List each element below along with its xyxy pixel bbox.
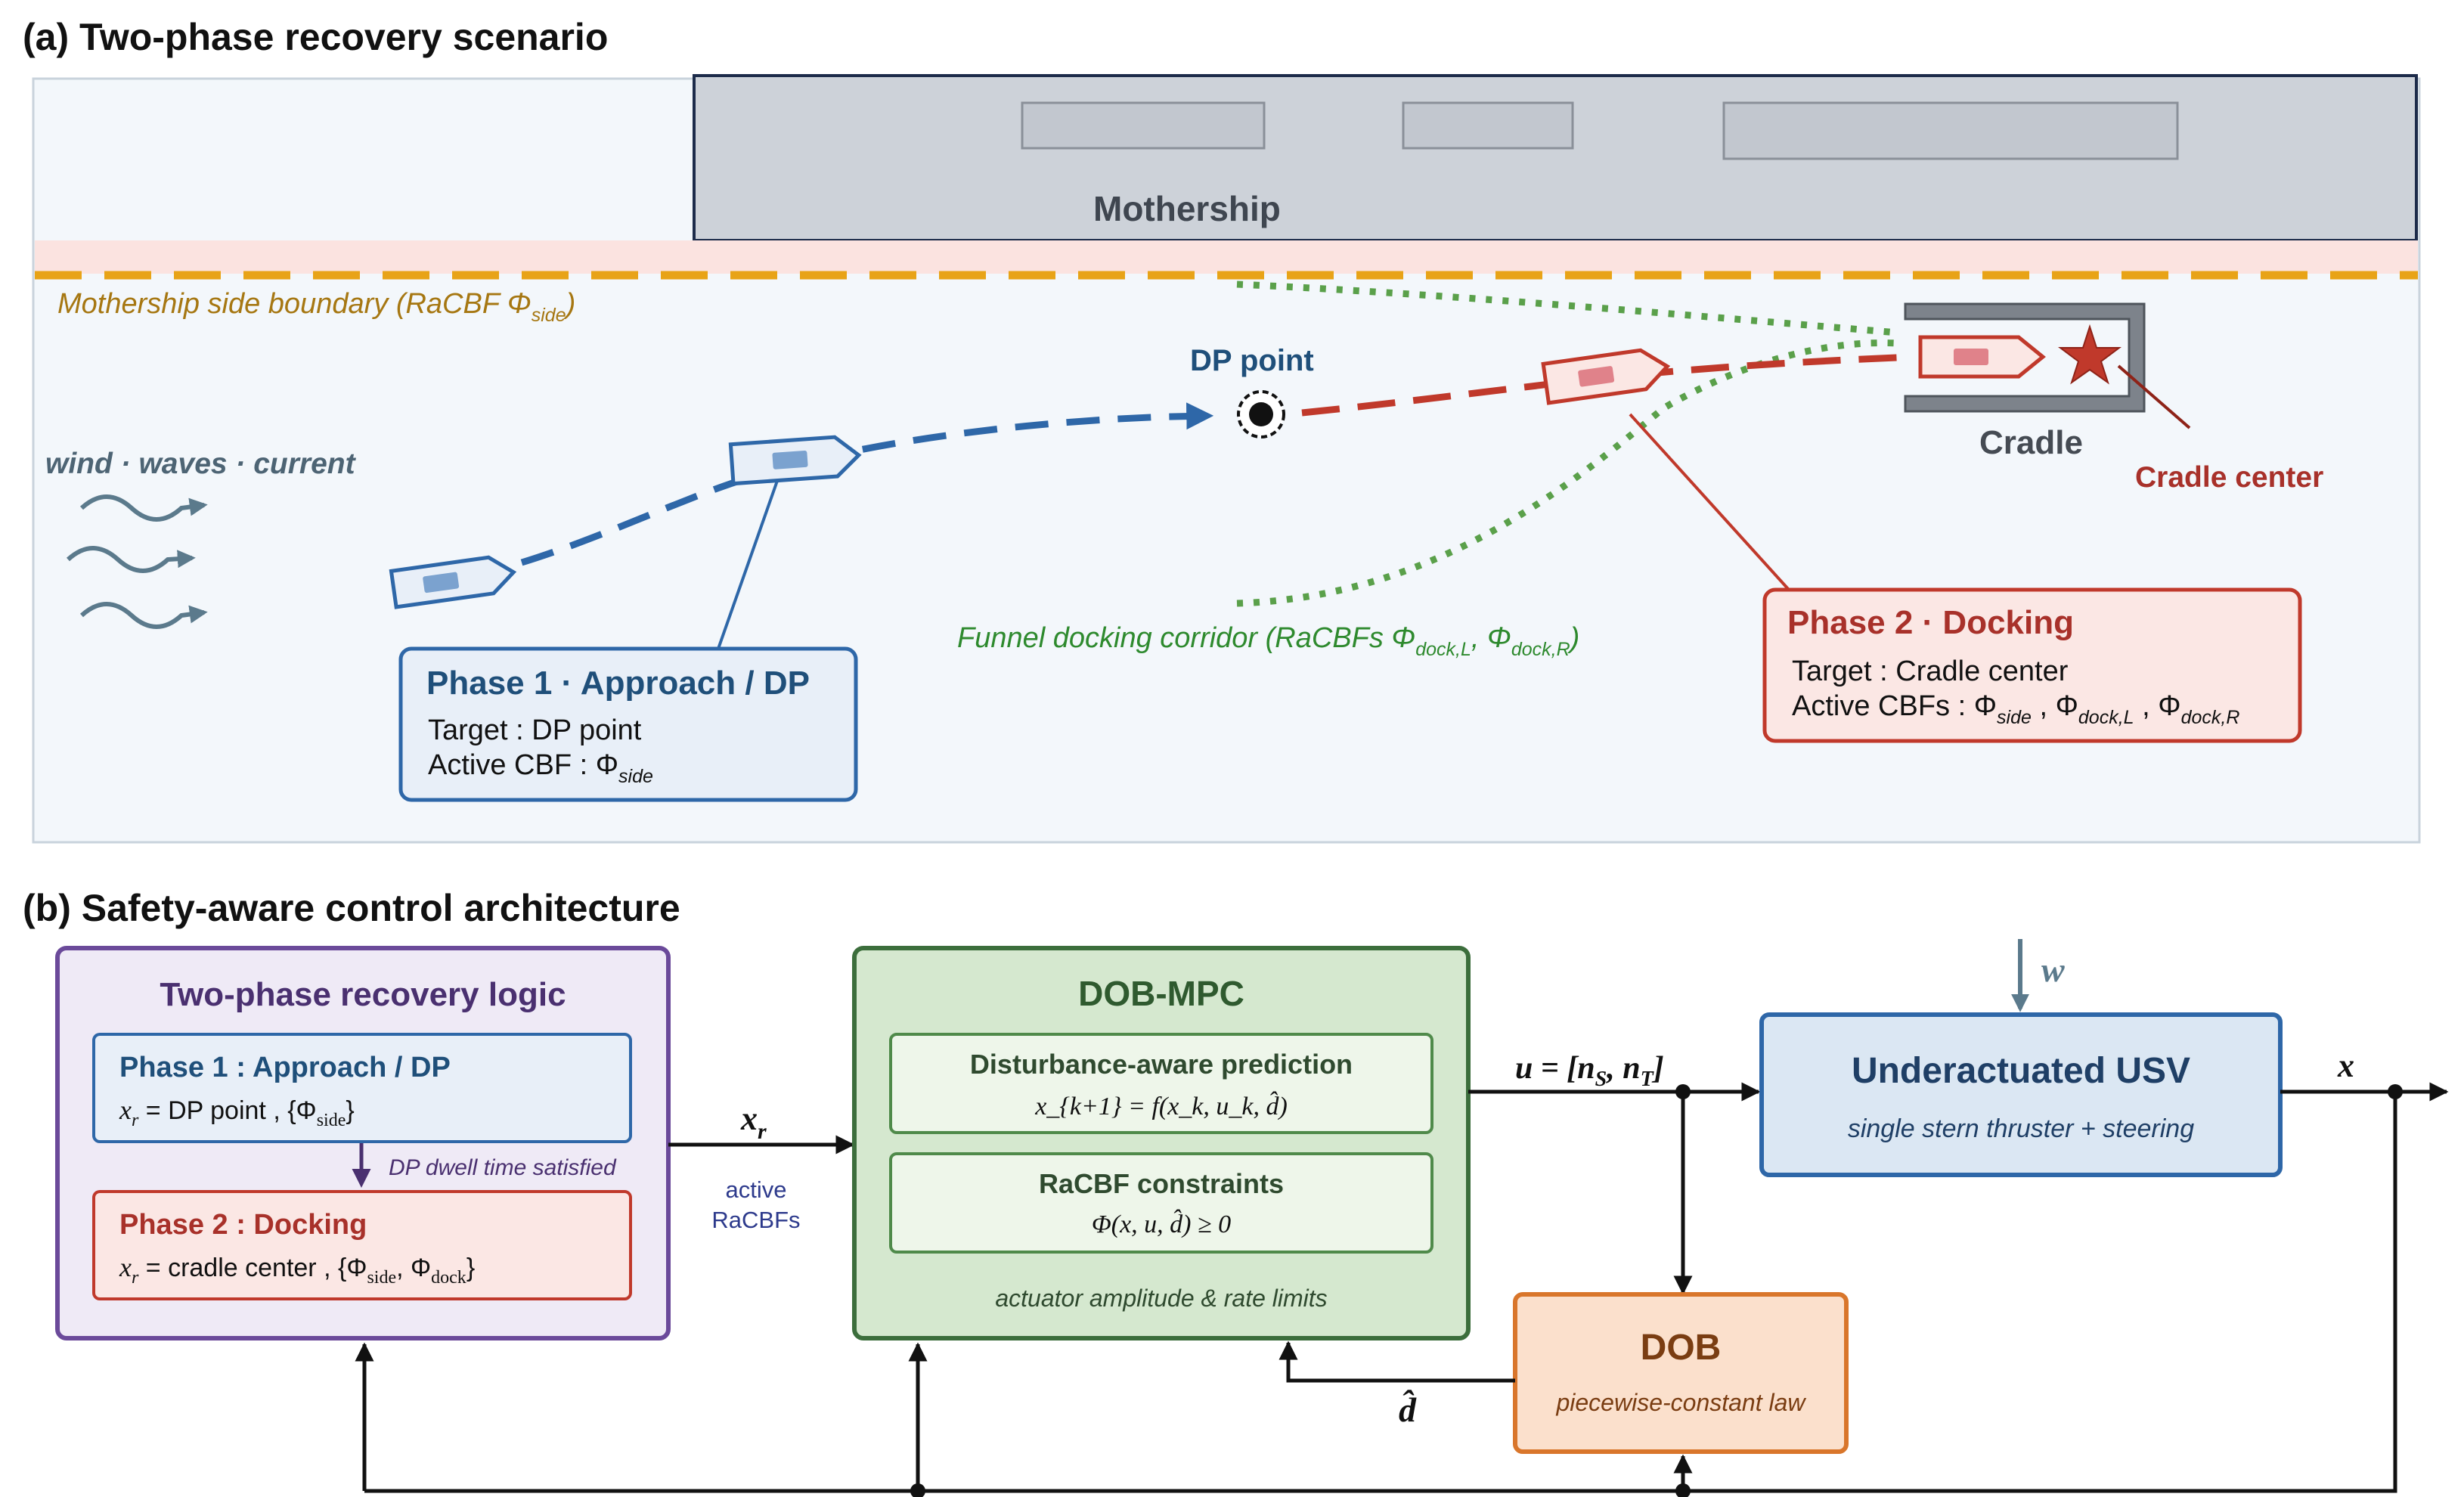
logic-phase1-title: Phase 1 : Approach / DP xyxy=(119,1052,451,1083)
recovery-logic-block: Two-phase recovery logic Phase 1 : Appro… xyxy=(55,946,671,1340)
mothership-label: Mothership xyxy=(1093,189,1281,228)
w-label: w xyxy=(2041,950,2065,989)
phase2-callout-title: Phase 2 · Docking xyxy=(1787,604,2074,641)
racbf-constraints-equation: Φ(x, u, d̂) ≥ 0 xyxy=(1092,1209,1231,1238)
panel-b-title: (b) Safety-aware control architecture xyxy=(23,887,680,929)
logic-phase2-title: Phase 2 : Docking xyxy=(119,1209,367,1241)
environment-label: wind · waves · current xyxy=(45,448,357,480)
dhat-feedback-arrow xyxy=(1278,1340,1515,1383)
deck-structure xyxy=(1021,101,1266,150)
dhat-label: d̂ xyxy=(1399,1389,1417,1429)
cradle-label: Cradle xyxy=(1979,424,2083,461)
logic-phase1-ref: xr = DP point , {Φside} xyxy=(119,1095,355,1130)
deck-structure xyxy=(1402,101,1574,150)
logic-phase2-ref: xr = cradle center , {Φside, Φdock} xyxy=(119,1252,475,1288)
cradle-center-star-icon xyxy=(2058,324,2122,385)
phase2-callout-cbfs: Active CBFs : Φside , Φdock,L , Φdock,R xyxy=(1792,690,2239,728)
corridor-upper-boundary xyxy=(1236,280,1898,336)
actuator-limits-label: actuator amplitude & rate limits xyxy=(995,1285,1327,1312)
dob-subtitle: piecewise-constant law xyxy=(1555,1389,1806,1416)
x-output-label: x xyxy=(2337,1047,2354,1084)
prediction-title: Disturbance-aware prediction xyxy=(970,1049,1353,1080)
usv-block: Underactuated USV single stern thruster … xyxy=(1759,1012,2283,1177)
wave-icon xyxy=(66,546,196,573)
usv-title: Underactuated USV xyxy=(1852,1051,2190,1091)
state-feedback-bus xyxy=(364,1092,2397,1493)
bus-junction xyxy=(1675,1483,1691,1497)
phase1-callout-title: Phase 1 · Approach / DP xyxy=(426,665,810,702)
dp-point-label: DP point xyxy=(1190,344,1314,377)
phase2-leader xyxy=(1629,413,1790,591)
transition-label: DP dwell time satisfied xyxy=(389,1155,617,1180)
active-racbfs-label-2: RaCBFs xyxy=(711,1207,800,1233)
corridor-label: Funnel docking corridor (RaCBFs Φdock,L,… xyxy=(957,622,1579,660)
mothership: Mothership xyxy=(693,74,2418,242)
dob-block: DOB piecewise-constant law xyxy=(1513,1292,1849,1454)
u-signal-label: u = [nS, nT] xyxy=(1515,1051,1664,1091)
logic-phase1-box xyxy=(92,1033,632,1143)
phase1-leader xyxy=(717,480,779,649)
boundary-band xyxy=(35,240,2418,274)
vessel-approach xyxy=(728,435,862,486)
bus-junction xyxy=(910,1483,925,1497)
cradle xyxy=(1904,302,2146,413)
racbf-constraints-title: RaCBF constraints xyxy=(1039,1168,1284,1199)
dob-mpc-title: DOB-MPC xyxy=(1078,974,1244,1013)
prediction-equation: x_{k+1} = f(x_k, u_k, d̂) xyxy=(1034,1091,1288,1120)
racbf-constraints-box xyxy=(889,1152,1433,1254)
phase1-callout: Phase 1 · Approach / DP Target : DP poin… xyxy=(398,646,858,802)
side-boundary-label: Mothership side boundary (RaCBF Φside) xyxy=(57,288,575,326)
cradle-center-leader xyxy=(2117,364,2191,429)
vessel-start xyxy=(389,555,517,609)
prediction-box xyxy=(889,1033,1433,1134)
dp-point-icon xyxy=(1237,390,1285,439)
vessel-docking xyxy=(1541,348,1671,405)
wave-icon xyxy=(79,494,208,522)
deck-structure xyxy=(1722,101,2179,160)
vessel-docked xyxy=(1918,335,2046,379)
logic-phase2-box xyxy=(92,1190,632,1300)
phase2-callout: Phase 2 · Docking Target : Cradle center… xyxy=(1762,587,2302,743)
wave-icon xyxy=(79,602,208,629)
phase1-callout-target: Target : DP point xyxy=(428,714,642,746)
recovery-logic-title: Two-phase recovery logic xyxy=(160,976,566,1013)
xr-signal-label: xr xyxy=(740,1100,767,1144)
phase1-callout-cbf: Active CBF : Φside xyxy=(428,749,653,787)
active-racbfs-label-1: active xyxy=(726,1176,787,1203)
dob-title: DOB xyxy=(1641,1328,1722,1368)
phase2-callout-target: Target : Cradle center xyxy=(1792,656,2069,687)
dob-mpc-block: DOB-MPC Disturbance-aware prediction x_{… xyxy=(852,946,1471,1340)
usv-subtitle: single stern thruster + steering xyxy=(1848,1114,2194,1143)
cradle-center-label: Cradle center xyxy=(2135,461,2323,494)
panel-a-title: (a) Two-phase recovery scenario xyxy=(23,16,608,58)
corridor-lower-boundary xyxy=(1236,339,1898,607)
